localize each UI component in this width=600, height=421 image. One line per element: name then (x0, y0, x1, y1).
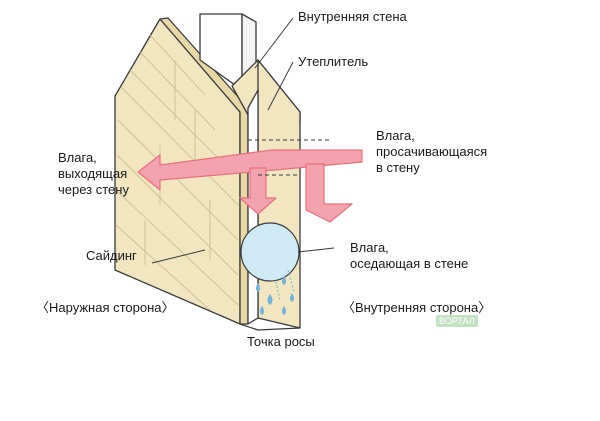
leader-moisture-settling (297, 247, 335, 253)
label-siding: Сайдинг (86, 248, 137, 263)
label-moisture-seeping-line-3: в стену (376, 160, 420, 175)
label-dew-point: Точка росы (247, 334, 315, 349)
water-drop-icon (267, 294, 273, 305)
label-moisture-exiting-line-1: Влага, (58, 150, 97, 165)
moisture-streaks (275, 269, 295, 301)
watermark-logo: ВОРТАЛ (436, 315, 478, 327)
wall-dashed-lines (248, 139, 330, 176)
leader-inner-wall (254, 17, 294, 69)
label-moisture-settling-line-2: оседающая в стене (350, 256, 469, 271)
water-drop-icon (290, 293, 294, 302)
water-drop-icon (260, 306, 264, 315)
water-drop-icon (256, 283, 260, 292)
wall-cavity-bottom (239, 323, 301, 331)
label-moisture-exiting-line-2: выходящая (58, 166, 128, 181)
water-drop-icon (282, 276, 286, 285)
label-moisture-seeping-line-2: просачивающаяся (376, 144, 488, 159)
moisture-flow-arrow (137, 149, 363, 223)
moisture-bubble (240, 222, 300, 282)
moisture-down-arrow-2 (305, 163, 353, 223)
label-inner-wall: Внутренняя стена (298, 9, 407, 24)
label-insulation: Утеплитель (298, 54, 369, 69)
water-drop-icon (282, 306, 286, 315)
leader-insulation (267, 61, 294, 111)
leader-siding (151, 249, 206, 264)
moisture-down-arrow-1 (239, 167, 277, 215)
label-outer-side: 〈Наружная сторона〉 (36, 300, 175, 315)
label-moisture-settling-line-1: Влага, (350, 240, 389, 255)
label-moisture-settling: Влага, оседающая в стене (350, 240, 468, 272)
label-moisture-seeping-line-1: Влага, (376, 128, 415, 143)
label-moisture-exiting-line-3: через стену (58, 182, 129, 197)
leader-lines (151, 17, 335, 264)
label-inner-side: 〈Внутренняя сторона〉 (342, 300, 492, 315)
label-moisture-seeping: Влага, просачивающаяся в стену (376, 128, 487, 176)
label-moisture-exiting: Влага, выходящая через стену (58, 150, 129, 198)
water-drops (256, 276, 294, 315)
